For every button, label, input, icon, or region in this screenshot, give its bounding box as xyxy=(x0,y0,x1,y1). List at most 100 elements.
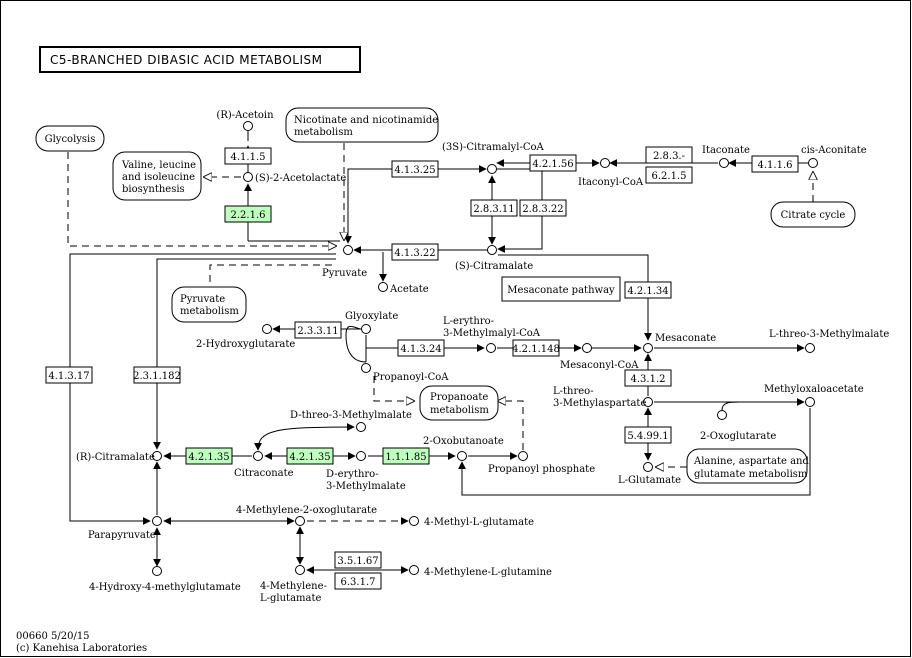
compound-label: cis-Aconitate xyxy=(801,145,867,156)
compound-node[interactable] xyxy=(719,158,729,168)
enzyme-label: 4.1.1.5 xyxy=(231,152,266,163)
compound-node[interactable] xyxy=(518,451,528,461)
compound-node[interactable] xyxy=(643,397,653,407)
compound-label: 2-Hydroxyglutarate xyxy=(196,339,295,350)
enzyme-4.1.3.24[interactable]: 4.1.3.24 xyxy=(397,339,445,357)
enzyme-1.1.1.85[interactable]: 1.1.1.85 xyxy=(382,447,430,465)
compound-node[interactable] xyxy=(805,397,815,407)
map-valine-leucine-isoleucine[interactable]: Valine, leucine and isoleucine biosynthe… xyxy=(112,151,202,201)
enzyme-label: 2.2.1.6 xyxy=(231,210,266,221)
compound-node[interactable] xyxy=(582,343,592,353)
enzyme-2.8.3.11[interactable]: 2.8.3.11 xyxy=(470,199,518,217)
compound-node[interactable] xyxy=(805,343,815,353)
compound-label: L-Glutamate xyxy=(618,475,681,486)
enzyme-label: 3.5.1.67 xyxy=(337,556,378,567)
compound-node[interactable] xyxy=(262,324,272,334)
map-citrate-cycle[interactable]: Citrate cycle xyxy=(770,201,856,228)
enzyme-3.5.1.67[interactable]: 3.5.1.67 xyxy=(334,551,382,569)
map-nicotinate[interactable]: Nicotinate and nicotinamide metabolism xyxy=(285,107,439,143)
compound-label: 4-Methylene-2-oxoglutarate xyxy=(236,505,377,516)
compound-label: D-threo-3-Methylmalate xyxy=(290,410,412,421)
enzyme-4.1.3.25[interactable]: 4.1.3.25 xyxy=(391,160,439,178)
compound-label: Glyoxylate xyxy=(345,311,398,322)
map-mesaconate-pathway[interactable]: Mesaconate pathway xyxy=(501,276,621,302)
map-propanoate-metabolism[interactable]: Propanoate metabolism xyxy=(419,385,499,421)
compound-label: 3-Methylaspartate xyxy=(553,398,646,409)
compound-label: Mesaconate xyxy=(655,333,716,344)
compound-node[interactable] xyxy=(152,566,162,576)
title-box xyxy=(39,46,361,73)
compound-label: L-threo- xyxy=(553,386,594,397)
compound-node[interactable] xyxy=(487,164,497,174)
map-pyruvate-metabolism[interactable]: Pyruvate metabolism xyxy=(171,286,247,323)
compound-node[interactable] xyxy=(378,282,388,292)
enzyme-label: 2.8.3.22 xyxy=(522,204,563,215)
enzyme-label: 4.2.1.56 xyxy=(532,159,573,170)
compound-node[interactable] xyxy=(356,451,366,461)
map-glycolysis[interactable]: Glycolysis xyxy=(35,125,105,152)
enzyme-4.1.3.22[interactable]: 4.1.3.22 xyxy=(391,243,439,261)
enzyme-4.2.1.35-a[interactable]: 4.2.1.35 xyxy=(185,447,233,465)
enzyme-4.1.1.6[interactable]: 4.1.1.6 xyxy=(751,155,799,173)
compound-node[interactable] xyxy=(343,245,353,255)
enzyme-label: 4.1.3.17 xyxy=(48,371,89,382)
compound-node[interactable] xyxy=(487,245,497,255)
enzyme-label: 4.2.1.148 xyxy=(512,344,560,355)
compound-node[interactable] xyxy=(486,343,496,353)
compound-label: (S)-Citramalate xyxy=(455,261,533,272)
compound-node[interactable] xyxy=(152,516,162,526)
compound-node[interactable] xyxy=(643,462,653,472)
enzyme-2.8.3.-[interactable]: 2.8.3.- xyxy=(645,146,693,164)
compound-node[interactable] xyxy=(243,172,253,182)
compound-label: D-erythro- xyxy=(326,469,379,480)
enzyme-2.3.3.11[interactable]: 2.3.3.11 xyxy=(294,321,342,339)
compound-node[interactable] xyxy=(253,451,263,461)
compound-label: Propanoyl-CoA xyxy=(373,372,449,383)
pathway-maps: Glycolysis Valine, leucine and isoleucin… xyxy=(35,107,856,484)
compound-node[interactable] xyxy=(643,343,653,353)
compound-node[interactable] xyxy=(356,422,366,432)
compound-label: 4-Hydroxy-4-methylglutamate xyxy=(89,582,241,593)
map-alanine-aspartate-glutamate[interactable]: Alanine, aspartate and glutamate metabol… xyxy=(686,448,809,484)
compound-label: Citraconate xyxy=(234,468,294,479)
compound-label: (S)-2-Acetolactate xyxy=(255,173,346,184)
map-label: glutamate metabolism xyxy=(694,469,808,480)
compound-node[interactable] xyxy=(457,451,467,461)
enzyme-5.4.99.1[interactable]: 5.4.99.1 xyxy=(624,426,672,444)
enzyme-4.1.3.17[interactable]: 4.1.3.17 xyxy=(45,366,93,384)
enzyme-2.8.3.22[interactable]: 2.8.3.22 xyxy=(519,199,567,217)
compound-label: 3-Methylmalyl-CoA xyxy=(443,328,541,339)
enzyme-4.2.1.34[interactable]: 4.2.1.34 xyxy=(624,281,672,299)
enzyme-label: 4.3.1.2 xyxy=(631,374,666,385)
enzyme-label: 2.8.3.11 xyxy=(473,204,514,215)
compound-node[interactable] xyxy=(409,565,419,575)
compound-node[interactable] xyxy=(243,121,253,131)
compound-node[interactable] xyxy=(361,324,371,334)
enzyme-6.3.1.7[interactable]: 6.3.1.7 xyxy=(334,572,382,590)
map-id-date: 00660 5/20/15 xyxy=(16,631,90,642)
compound-node[interactable] xyxy=(152,451,162,461)
enzyme-label: 5.4.99.1 xyxy=(627,431,668,442)
enzyme-2.3.1.182[interactable]: 2.3.1.182 xyxy=(133,366,181,384)
compound-node[interactable] xyxy=(600,158,610,168)
compound-node[interactable] xyxy=(295,565,305,575)
compound-node[interactable] xyxy=(717,410,727,420)
enzyme-label: 2.3.1.182 xyxy=(133,371,181,382)
enzyme-4.2.1.148[interactable]: 4.2.1.148 xyxy=(512,339,560,357)
enzyme-4.2.1.56[interactable]: 4.2.1.56 xyxy=(529,154,577,172)
compound-node[interactable] xyxy=(808,158,818,168)
enzyme-4.1.1.5[interactable]: 4.1.1.5 xyxy=(224,147,272,165)
enzyme-4.3.1.2[interactable]: 4.3.1.2 xyxy=(624,369,672,387)
enzyme-2.2.1.6[interactable]: 2.2.1.6 xyxy=(224,205,272,223)
enzyme-4.2.1.35-b[interactable]: 4.2.1.35 xyxy=(286,447,334,465)
compound-label: (3S)-Citramalyl-CoA xyxy=(442,142,545,153)
enzyme-label: 4.2.1.35 xyxy=(289,452,330,463)
compound-node[interactable] xyxy=(409,516,419,526)
map-label: Pyruvate xyxy=(180,294,225,305)
enzyme-6.2.1.5[interactable]: 6.2.1.5 xyxy=(645,166,693,184)
page-title: C5-BRANCHED DIBASIC ACID METABOLISM xyxy=(50,53,322,67)
compound-node[interactable] xyxy=(295,516,305,526)
enzyme-label: 4.1.1.6 xyxy=(758,160,793,171)
compound-node[interactable] xyxy=(361,363,371,373)
